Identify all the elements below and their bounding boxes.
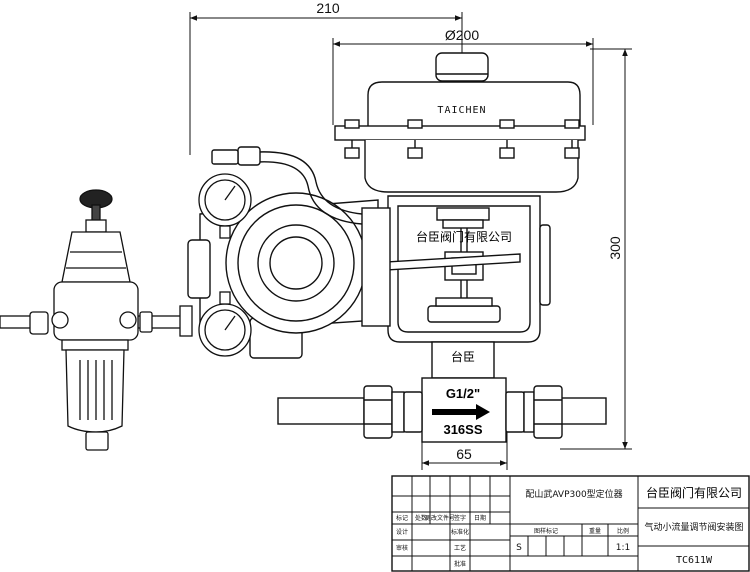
header-count: 处数 [415, 514, 427, 522]
process-piping [277, 385, 607, 439]
stage-mark-value: S [516, 543, 522, 553]
dimension-210-label: 210 [316, 0, 340, 16]
pressure-gauge-lower [198, 291, 252, 357]
header-signature: 签字 [454, 514, 466, 522]
drawing-code: TC611W [676, 555, 713, 566]
flange-bolts [344, 119, 580, 159]
actuator-top-cap [435, 52, 489, 82]
brand-label: TAICHEN [437, 105, 486, 116]
title-block-company: 台臣阀门有限公司 [646, 485, 742, 500]
header-process: 工艺 [454, 544, 466, 552]
header-doc-no: 更改文件号 [425, 514, 455, 522]
header-design: 设计 [396, 528, 408, 536]
flow-direction-arrow [432, 404, 490, 420]
yoke [351, 195, 551, 343]
header-mark: 标记 [396, 514, 408, 522]
title-block [391, 475, 750, 572]
positioner [187, 146, 391, 359]
actuator-flange [334, 125, 586, 141]
pressure-gauge-upper [198, 173, 252, 239]
drawing-title: 气动小流量调节阀安装图 [644, 521, 743, 533]
dimension-diameter [332, 38, 594, 125]
dimension-65-label: 65 [456, 446, 472, 462]
body-mark-label: 台臣 [451, 349, 475, 364]
header-stage-mark: 图样标记 [534, 527, 558, 535]
dimension-diameter-label: Ø200 [445, 27, 479, 43]
header-standardize: 标准化 [451, 528, 469, 536]
header-scale: 比例 [617, 527, 629, 535]
port-size-label: G1/2" [446, 386, 480, 401]
positioner-note: 配山武AVP300型定位器 [525, 488, 622, 500]
header-check: 审核 [396, 544, 408, 552]
actuator [334, 52, 586, 193]
filter-regulator [0, 189, 193, 451]
header-approve: 批准 [454, 560, 466, 568]
header-weight: 重量 [589, 527, 601, 535]
header-date: 日期 [474, 514, 486, 522]
scale-value: 1:1 [616, 543, 630, 553]
actuator-upper-dome [367, 81, 581, 128]
actuator-lower-dome [364, 140, 579, 193]
company-label-on-body: 台臣阀门有限公司 [416, 229, 512, 244]
material-label: 316SS [443, 422, 482, 437]
dimension-300 [560, 48, 632, 450]
dimension-300-label: 300 [607, 236, 623, 260]
